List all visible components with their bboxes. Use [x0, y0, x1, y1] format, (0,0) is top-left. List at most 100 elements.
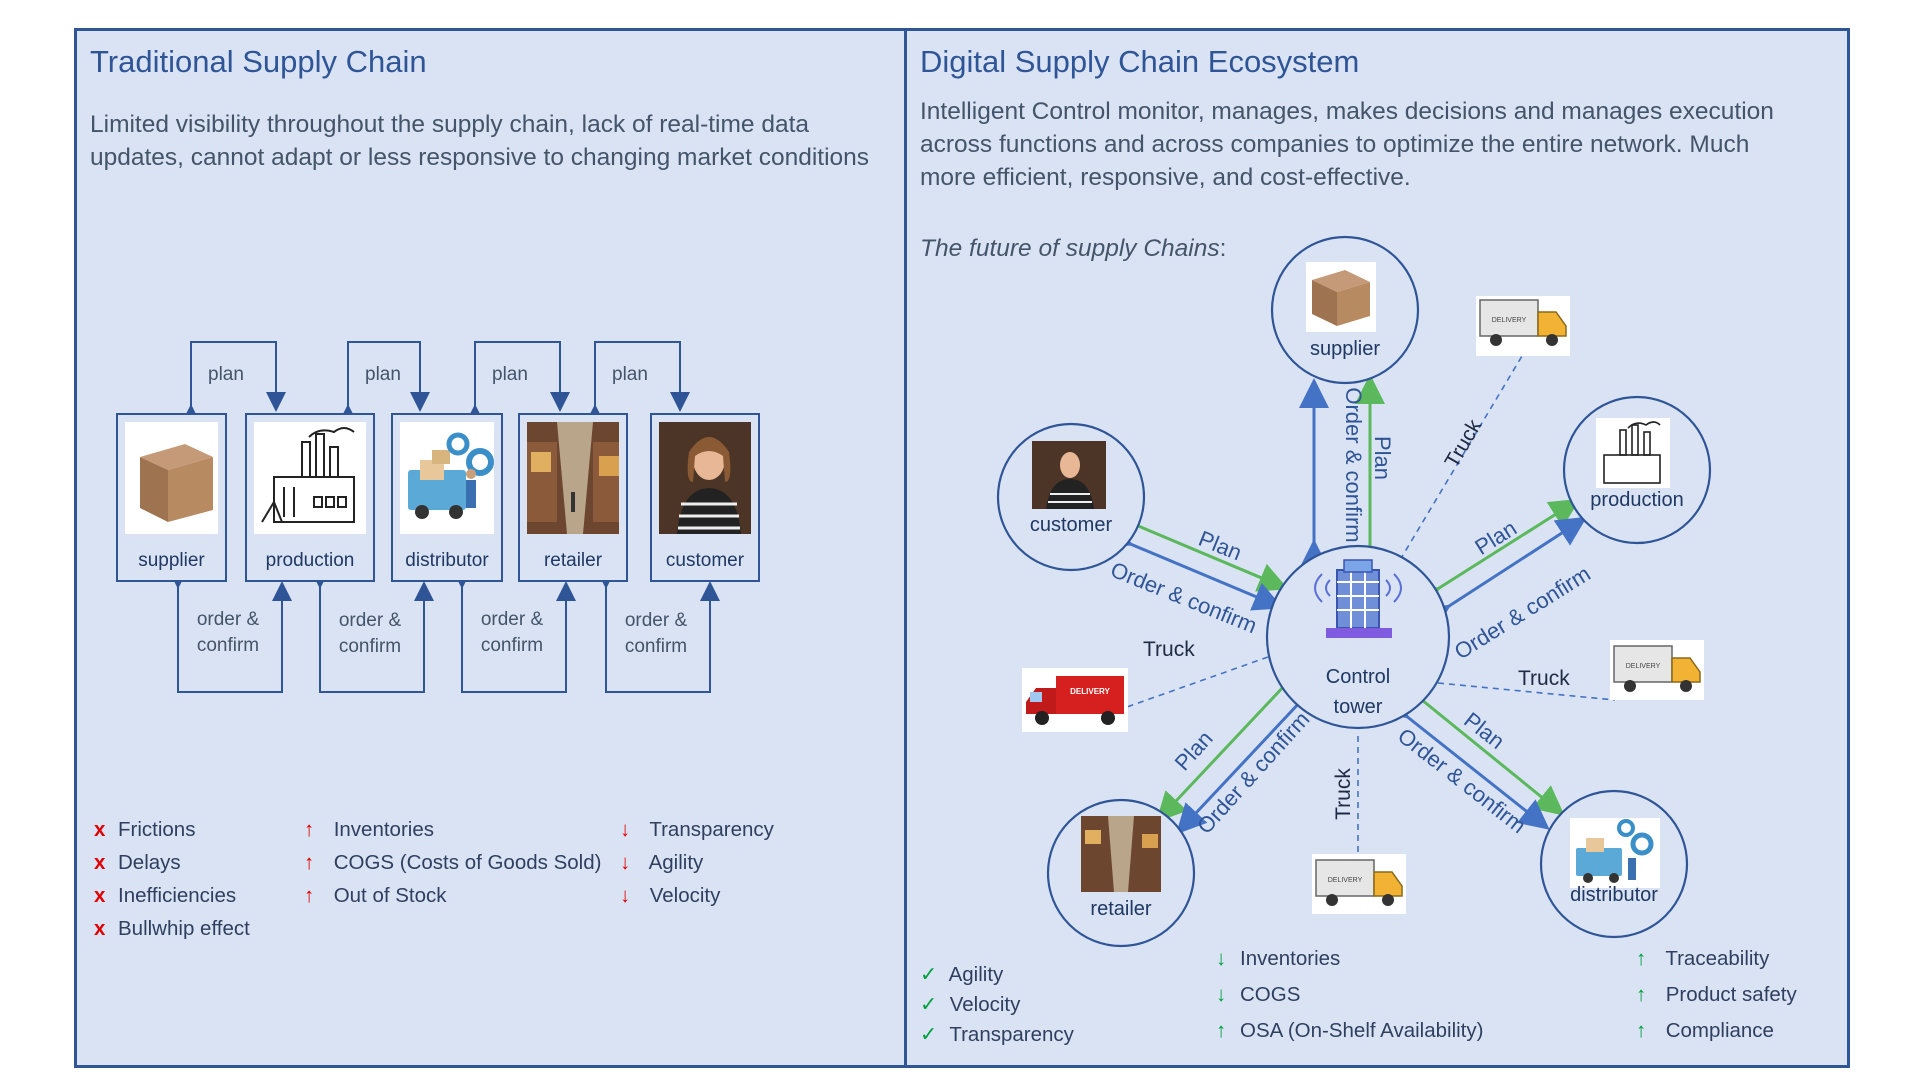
traditional-title: Traditional Supply Chain: [90, 44, 427, 79]
customer-photo-icon: [1032, 441, 1106, 509]
delivery-van-icon: [1570, 818, 1660, 888]
plan-label-1: plan: [208, 364, 244, 385]
list-item: ↑ Traceability: [1636, 947, 1770, 970]
plan-label-4: plan: [612, 364, 648, 385]
list-item: ↑ COGS (Costs of Goods Sold): [304, 851, 602, 874]
control-tower-icon: [1314, 559, 1402, 638]
arrow-up-icon: ↑: [1636, 947, 1647, 970]
plan-label-supplier: Plan: [1370, 435, 1396, 481]
list-item: ✓ Transparency: [920, 1023, 1074, 1046]
supplier-box-icon: [1306, 262, 1376, 332]
order-arrow-customer: [1100, 519, 1284, 611]
order-arrow-2: [310, 569, 434, 693]
x-mark-icon: x: [94, 851, 106, 874]
node-label-supplier: supplier: [1309, 338, 1381, 360]
digital-description: Intelligent Control monitor, manages, ma…: [920, 98, 1774, 191]
order-arrow-retailer: [1175, 672, 1330, 835]
future-label: The future of supply Chains:: [920, 235, 1227, 262]
node-label-production: production: [1590, 489, 1684, 511]
node-box-supplier: supplier: [116, 413, 227, 582]
plan-arrow-1: [181, 341, 286, 424]
node-label-distributor: distributor: [1570, 884, 1658, 906]
list-item: ↑ Compliance: [1636, 1019, 1774, 1042]
truck-icon-top: DELIVERY: [1476, 296, 1570, 356]
digital-benefits-list: ✓ Agility ✓ Velocity ✓ Transparency: [920, 962, 1074, 1052]
truck-icon-right: DELIVERY: [1610, 640, 1704, 700]
truck-icon-bottom: DELIVERY: [1312, 854, 1406, 914]
list-item: ✓ Agility: [920, 963, 1004, 986]
plan-arrow-3: [465, 341, 570, 424]
customer-photo: [659, 422, 751, 534]
order-arrow-production: [1417, 516, 1588, 634]
list-item: ↓ Agility: [620, 851, 704, 874]
list-item: ↓ Velocity: [620, 884, 721, 907]
list-item: ↑ Out of Stock: [304, 884, 447, 907]
box-image: [125, 422, 218, 534]
digital-title: Digital Supply Chain Ecosystem: [920, 44, 1360, 79]
digital-gains-list: ↑ Traceability ↑ Product safety ↑ Compli…: [1636, 947, 1797, 1055]
truck-label-red: Truck: [1143, 638, 1195, 661]
node-label-distributor: distributor: [405, 550, 489, 571]
factory-image: [254, 422, 366, 534]
order-arrow-3: [452, 569, 576, 693]
arrow-down-icon: ↓: [1216, 983, 1227, 1006]
order-arrow-distributor: [1376, 688, 1550, 830]
truck-delivery-text: DELIVERY: [1070, 687, 1110, 696]
shopping-arcade-image: [527, 422, 619, 534]
order-label-4: order & confirm: [624, 610, 688, 657]
node-label-retailer: retailer: [543, 550, 603, 571]
arrow-up-icon: ↑: [304, 851, 315, 874]
x-mark-icon: x: [94, 884, 106, 907]
order-arrow-1: [168, 569, 292, 693]
plan-label-3: plan: [492, 364, 528, 385]
check-icon: ✓: [920, 1023, 938, 1046]
plan-label-2: plan: [365, 364, 401, 385]
traditional-increase-list: ↑ Inventories ↑ COGS (Costs of Goods Sol…: [304, 818, 601, 917]
node-box-distributor: distributor: [391, 413, 503, 582]
node-label-supplier: supplier: [138, 550, 205, 571]
node-label-retailer: retailer: [1090, 898, 1152, 920]
node-label-customer: customer: [665, 550, 745, 571]
arrow-up-icon: ↑: [304, 884, 315, 907]
factory-icon: [1596, 418, 1670, 488]
arrow-up-icon: ↑: [1636, 1019, 1647, 1042]
digital-changes-list: ↓Inventories ↓COGS ↑OSA (On-Shelf Availa…: [1216, 947, 1483, 1055]
list-item: ↓COGS: [1216, 983, 1301, 1006]
order-label-1: order & confirm: [196, 609, 260, 656]
list-item: ↓ Transparency: [620, 818, 774, 841]
arrow-up-icon: ↑: [1636, 983, 1647, 1006]
arrow-up-icon: ↑: [304, 818, 315, 841]
node-box-retailer: retailer: [518, 413, 628, 582]
truck-label-bottom: Truck: [1331, 768, 1355, 820]
list-item: ✓ Velocity: [920, 993, 1021, 1016]
node-label-customer: customer: [1029, 514, 1113, 536]
node-box-customer: customer: [650, 413, 760, 582]
truck-delivery-text: DELIVERY: [1328, 877, 1363, 884]
plan-arrow-2: [338, 341, 430, 424]
plan-arrow-4: [585, 341, 690, 424]
check-icon: ✓: [920, 963, 938, 986]
x-mark-icon: x: [94, 917, 106, 940]
truck-label-right: Truck: [1518, 667, 1570, 690]
traditional-description: Limited visibility throughout the supply…: [90, 111, 870, 171]
arrow-down-icon: ↓: [1216, 947, 1227, 970]
node-label-production: production: [265, 550, 355, 571]
check-icon: ✓: [920, 993, 938, 1016]
control-tower-label: Control tower: [1325, 666, 1391, 718]
arrow-up-icon: ↑: [1216, 1019, 1227, 1042]
truck-delivery-text: DELIVERY: [1626, 663, 1661, 670]
order-arrow-4: [596, 569, 720, 693]
red-delivery-truck-icon: DELIVERY: [1022, 668, 1128, 732]
arrow-down-icon: ↓: [620, 851, 631, 874]
node-box-production: production: [245, 413, 375, 582]
list-item: ↑ Inventories: [304, 818, 434, 841]
traditional-decrease-list: ↓ Transparency ↓ Agility ↓ Velocity: [620, 818, 774, 917]
truck-delivery-text: DELIVERY: [1492, 317, 1527, 324]
